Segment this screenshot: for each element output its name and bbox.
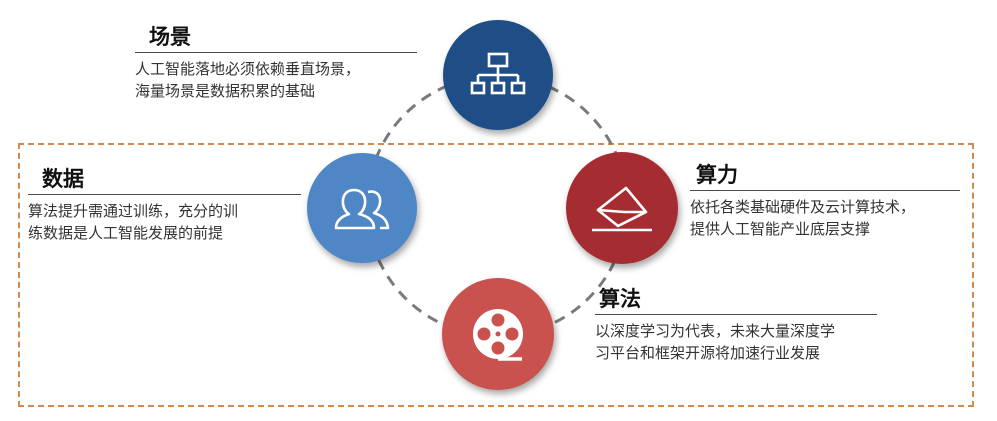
algorithm-text-block: 算法 以深度学习为代表，未来大量深度学 习平台和框架开源将加速行业发展 xyxy=(595,286,877,364)
compute-desc-line-2: 提供人工智能产业底层支撑 xyxy=(690,220,871,238)
data-title: 数据 xyxy=(42,167,84,191)
scene-desc-line-1: 人工智能落地必须依赖垂直场景， xyxy=(135,60,361,78)
compute-title-rule xyxy=(690,190,960,191)
data-title-rule xyxy=(28,194,301,195)
scene-title-rule xyxy=(135,52,417,53)
users-icon xyxy=(332,184,392,232)
algorithm-title-rule xyxy=(595,314,877,315)
scene-node xyxy=(443,20,553,130)
compute-desc-line-1: 依托各类基础硬件及云计算技术， xyxy=(690,198,916,216)
data-text-block: 数据 算法提升需通过训练，充分的训 练数据是人工智能发展的前提 xyxy=(28,166,301,244)
dashed-group-box xyxy=(18,143,974,407)
hierarchy-icon xyxy=(470,51,526,99)
algorithm-desc-line-1: 以深度学习为代表，未来大量深度学 xyxy=(595,322,836,340)
compute-title: 算力 xyxy=(696,163,738,187)
data-desc-line-2: 练数据是人工智能发展的前提 xyxy=(28,224,224,242)
scene-desc-line-2: 海量场景是数据积累的基础 xyxy=(135,82,316,100)
compute-text-block: 算力 依托各类基础硬件及云计算技术， 提供人工智能产业底层支撑 xyxy=(690,162,960,240)
envelope-icon xyxy=(590,182,654,234)
algorithm-node xyxy=(442,278,554,390)
compute-node xyxy=(566,152,678,264)
algorithm-title: 算法 xyxy=(599,287,641,311)
scene-title: 场景 xyxy=(149,25,191,49)
scene-text-block: 场景 人工智能落地必须依赖垂直场景， 海量场景是数据积累的基础 xyxy=(135,24,417,102)
algorithm-desc-line-2: 习平台和框架开源将加速行业发展 xyxy=(595,344,821,362)
data-desc-line-1: 算法提升需通过训练，充分的训 xyxy=(28,202,239,220)
data-node xyxy=(307,153,417,263)
film-reel-icon xyxy=(470,306,526,362)
